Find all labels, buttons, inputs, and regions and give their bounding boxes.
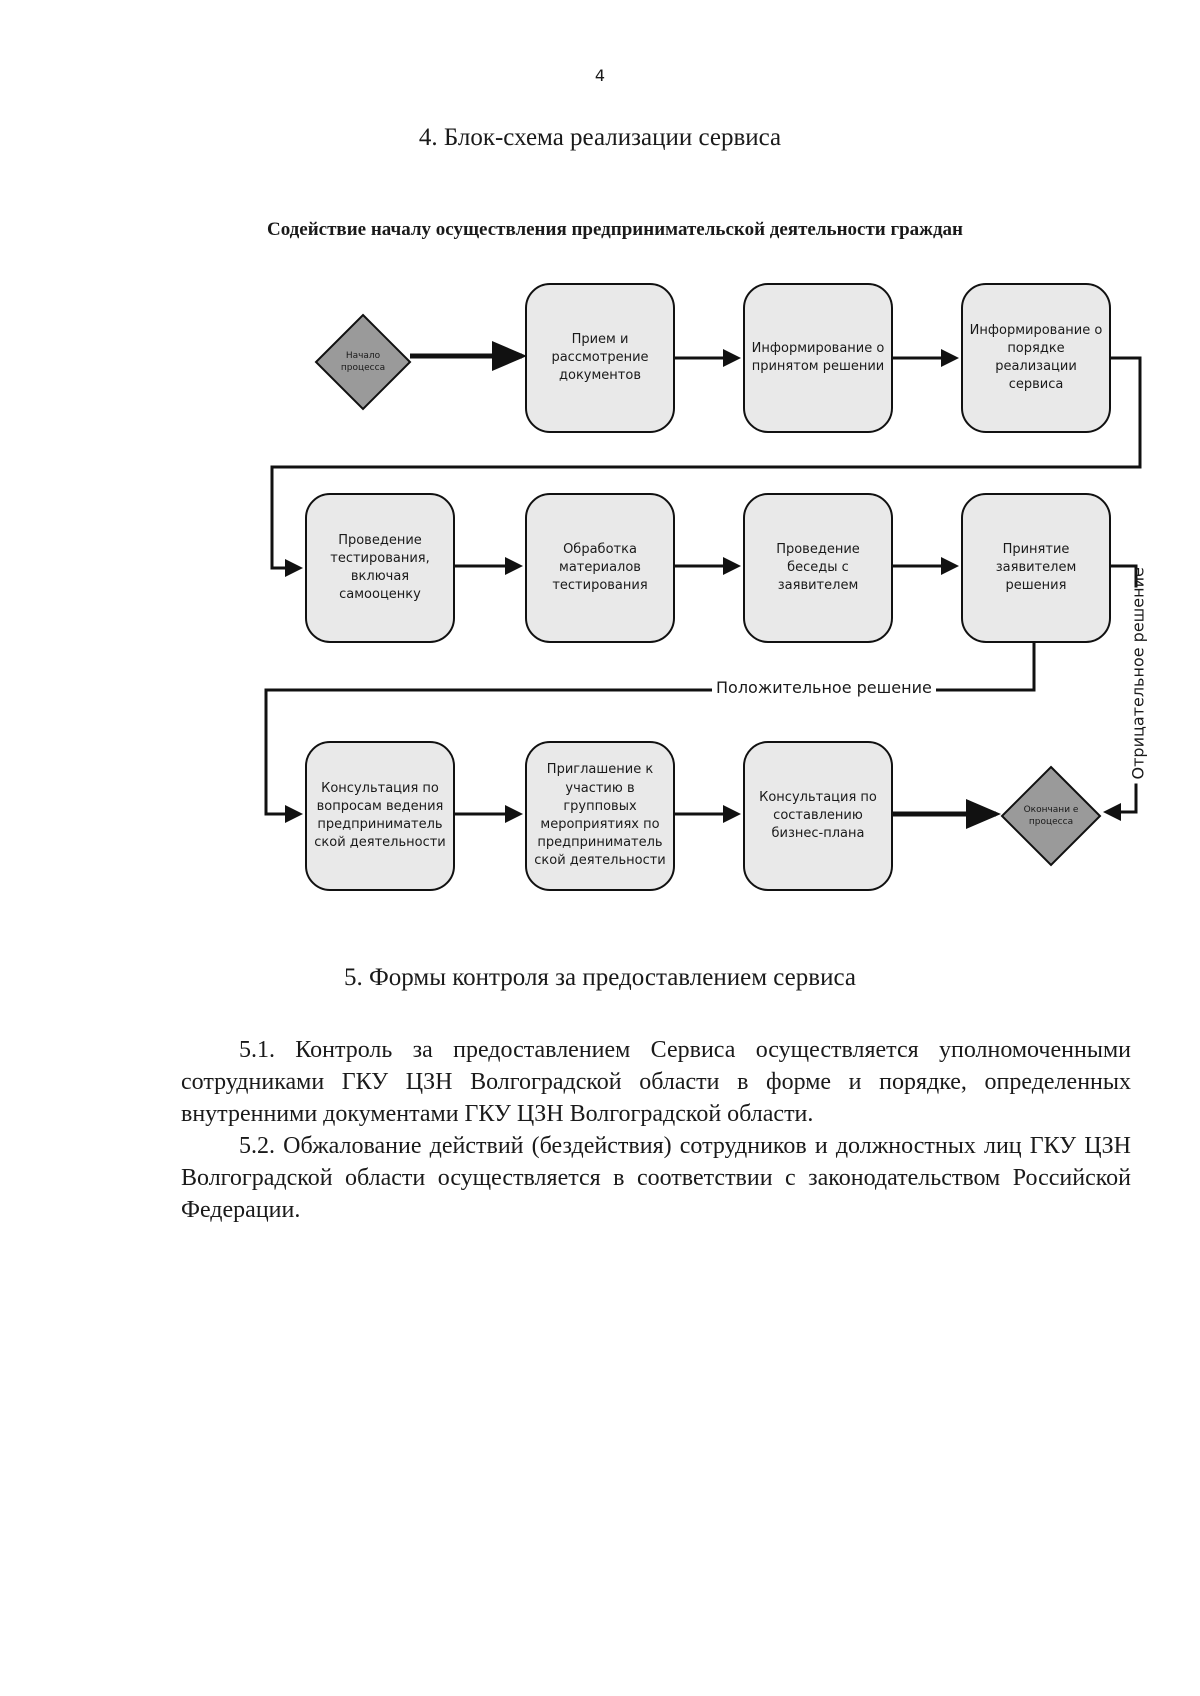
- arrow-step-3-to-4: [270, 356, 1142, 577]
- start-node-label: Начало процесса: [340, 350, 386, 373]
- flowchart: [264, 283, 1142, 891]
- body-text: 5.1. Контроль за предоставлением Сервиса…: [181, 1034, 1131, 1226]
- step-label-10: Консультация по составлению бизнес-плана: [759, 789, 877, 842]
- diagram-title: Содействие началу осуществления предприн…: [267, 219, 964, 240]
- step-label-7: Принятие заявителем решения: [995, 541, 1077, 594]
- paragraph-5-2: 5.2. Обжалование действий (бездействия) …: [181, 1133, 1131, 1223]
- step-box-8: [305, 741, 455, 891]
- step-box-4: [305, 493, 455, 643]
- step-box-5: [525, 493, 675, 643]
- step-label-2: Информирование о принятом решении: [751, 340, 885, 374]
- step-label-4: Проведение тестирования, включая самооце…: [330, 532, 430, 603]
- step-label-6: Проведение беседы с заявителем: [776, 541, 860, 594]
- end-diamond: [1000, 765, 1102, 867]
- page-number: 4: [594, 66, 606, 85]
- positive-decision-label: Положительное решение: [712, 678, 936, 697]
- start-diamond: [314, 313, 412, 411]
- step-label-1: Прием и рассмотрение документов: [551, 331, 649, 384]
- end-node-label: Окончани е процесса: [1023, 804, 1079, 827]
- negative-decision-label: Отрицательное решение: [1128, 567, 1148, 784]
- step-label-8: Консультация по вопросам ведения предпри…: [314, 780, 446, 851]
- section-5-heading: 5. Формы контроля за предоставлением сер…: [344, 964, 856, 991]
- arrow-positive-decision: [264, 642, 1036, 823]
- step-label-9: Приглашение к участию в групповых меропр…: [534, 762, 666, 869]
- step-box-6: [743, 493, 893, 643]
- step-box-9: [525, 741, 675, 891]
- step-label-5: Обработка материалов тестирования: [552, 541, 648, 594]
- section-4-heading: 4. Блок-схема реализации сервиса: [418, 124, 782, 151]
- paragraph-5-1: 5.1. Контроль за предоставлением Сервиса…: [181, 1037, 1131, 1127]
- step-label-3: Информирование о порядке реализации серв…: [969, 322, 1103, 393]
- step-box-7: [961, 493, 1111, 643]
